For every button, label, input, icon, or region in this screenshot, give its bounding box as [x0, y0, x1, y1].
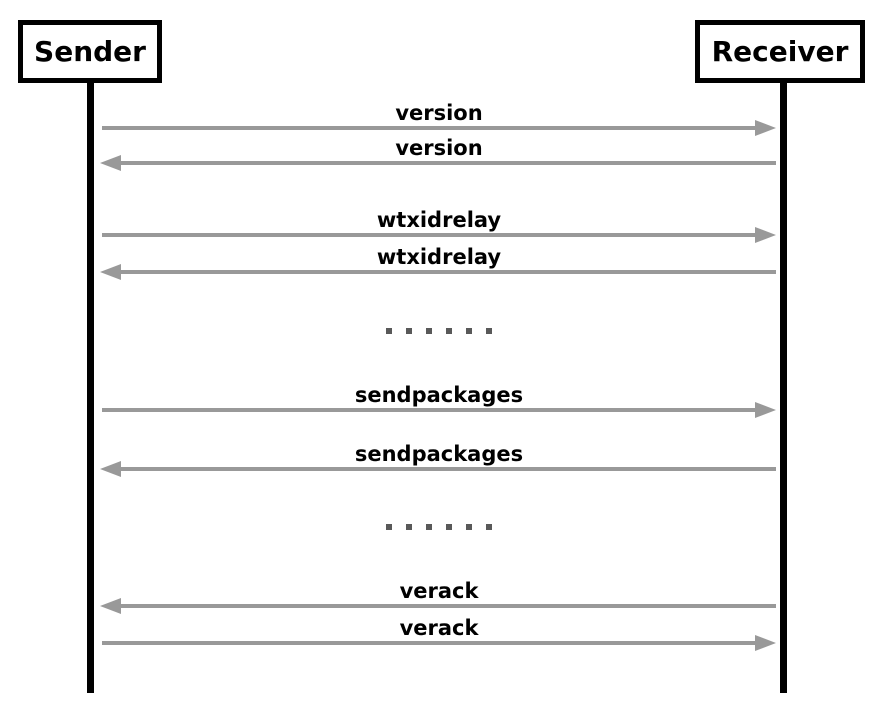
- ellipsis-dot: [426, 328, 432, 334]
- message-arrow-line: [121, 161, 776, 165]
- message-arrow-line: [121, 270, 776, 274]
- arrowhead-left-icon: [100, 598, 121, 614]
- ellipsis-dot: [386, 524, 392, 530]
- message-arrow-line: [121, 604, 776, 608]
- arrowhead-left-icon: [100, 264, 121, 280]
- ellipsis-dot: [486, 524, 492, 530]
- message-label: wtxidrelay: [376, 245, 502, 269]
- ellipsis-dot: [426, 524, 432, 530]
- arrowhead-left-icon: [100, 461, 121, 477]
- ellipsis-separator: [102, 328, 776, 334]
- lifeline-sender: [87, 83, 94, 693]
- message-label: version: [395, 101, 483, 125]
- arrowhead-left-icon: [100, 155, 121, 171]
- arrowhead-right-icon: [755, 402, 776, 418]
- message-label: sendpackages: [354, 442, 524, 466]
- message-arrow-line: [102, 126, 756, 130]
- ellipsis-dot: [446, 524, 452, 530]
- lifeline-receiver: [780, 83, 787, 693]
- message-label: verack: [399, 616, 479, 640]
- ellipsis-dot: [446, 328, 452, 334]
- ellipsis-dot: [386, 328, 392, 334]
- ellipsis-separator: [102, 524, 776, 530]
- actor-label-receiver: Receiver: [711, 35, 849, 68]
- message-label: wtxidrelay: [376, 208, 502, 232]
- ellipsis-dot: [466, 328, 472, 334]
- arrowhead-right-icon: [755, 635, 776, 651]
- arrowhead-right-icon: [755, 120, 776, 136]
- message-label: sendpackages: [354, 383, 524, 407]
- message-arrow-line: [121, 467, 776, 471]
- message-arrow-line: [102, 233, 756, 237]
- ellipsis-dot: [406, 524, 412, 530]
- ellipsis-dot: [486, 328, 492, 334]
- message-arrow-line: [102, 408, 756, 412]
- message-label: verack: [399, 579, 479, 603]
- actor-box-sender: Sender: [18, 20, 162, 83]
- message-arrow-line: [102, 641, 756, 645]
- ellipsis-dot: [406, 328, 412, 334]
- arrowhead-right-icon: [755, 227, 776, 243]
- ellipsis-dot: [466, 524, 472, 530]
- actor-box-receiver: Receiver: [695, 20, 865, 83]
- message-label: version: [395, 136, 483, 160]
- actor-label-sender: Sender: [34, 35, 146, 68]
